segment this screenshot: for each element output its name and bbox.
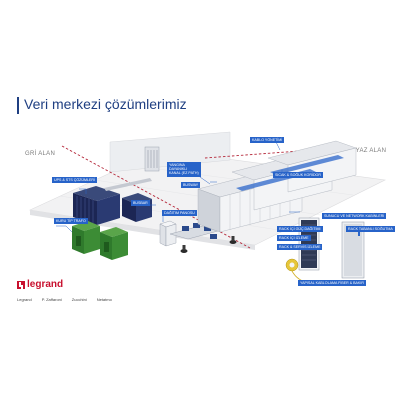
callout-rack-power: RACK İÇİ GÜÇ DAĞITIMI: [277, 226, 323, 232]
callout-busway: BUSWAY: [181, 182, 200, 188]
callout-busbar-left: BUSBAR: [131, 200, 150, 206]
callout-rack-monitor: RACK İÇİ İZLEME: [277, 235, 311, 241]
callout-cooling: RACK TABANLI SOĞUTMA: [346, 226, 395, 232]
sub-brand-legrand: Legrand: [17, 297, 32, 302]
callout-monitoring: RACK & SERVİS İZLEME: [277, 244, 322, 250]
sub-brand-zucchini: Zucchini: [72, 297, 87, 302]
sub-brand-zaffaroni: P. Zaffaroni: [42, 297, 62, 302]
callout-server-racks: SUNUCU VE NETWORK KABİNLERİ: [322, 213, 386, 219]
sub-brand-row: Legrand P. Zaffaroni Zucchini Netatmo: [17, 297, 112, 302]
legrand-brand-name: legrand: [27, 279, 63, 290]
callout-corridor: SICAK & SOĞUK KORİDOR: [273, 172, 323, 178]
callout-fire-channel: YANGINA DAYANIKLI KANAL (EZ PATH): [167, 162, 201, 177]
legrand-logo: legrand: [17, 279, 63, 290]
callout-dry-trafo: KURU TİP TRAFO: [54, 218, 88, 224]
callout-cabling: YAPISAL KABLOLAMA FİBER & BAKIR: [298, 280, 366, 286]
sub-brand-netatmo: Netatmo: [97, 297, 112, 302]
callout-ups: UPS & STS ÇÖZÜMLERİ: [52, 177, 97, 183]
legrand-logo-mark: [17, 281, 25, 289]
callout-cable-management: KABLO YÖNETİMİ: [250, 137, 284, 143]
callout-distribution: DAĞITIM PANOSU: [162, 210, 197, 216]
